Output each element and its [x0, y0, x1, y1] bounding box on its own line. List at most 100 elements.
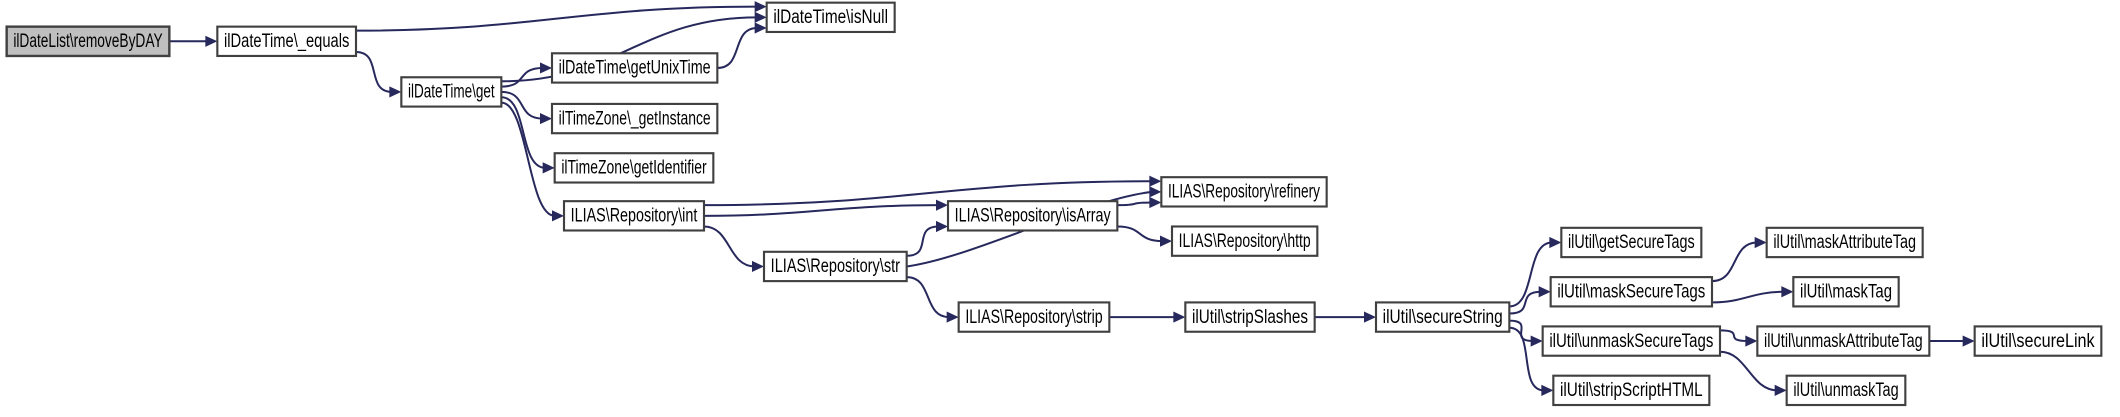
arrowhead-icon — [1364, 311, 1376, 323]
call-edge-repoStr-to-repoStrip — [906, 276, 950, 319]
arrowhead-icon — [1549, 236, 1562, 249]
node-layer: ilDateList\removeByDAY ilDateTime\_equals… — [5, 1, 2103, 407]
call-edge-maskSecureTags-to-maskAttributeTag — [1711, 241, 1758, 283]
arrowhead-icon — [936, 199, 948, 211]
node-label-maskSecureTags: ilUtil\maskSecureTags — [1557, 282, 1705, 303]
arrowhead-icon — [936, 220, 948, 233]
arrowhead-icon — [389, 86, 402, 98]
node-box-getSecureTags[interactable] — [1560, 226, 1703, 259]
node-label-get: ilDateTime\get — [408, 82, 495, 103]
node-box-repoInt[interactable] — [562, 200, 706, 232]
node-box-repoStrip[interactable] — [957, 301, 1111, 333]
arrowhead-icon — [1538, 286, 1551, 298]
graph-node-http[interactable]: ILIAS\Repository\http — [1170, 225, 1319, 257]
arrowhead-icon — [552, 210, 564, 222]
graph-node-refinery[interactable]: ILIAS\Repository\refinery — [1160, 176, 1328, 208]
arrowhead-icon — [540, 112, 552, 125]
node-box-getInstance[interactable] — [550, 102, 719, 135]
graph-node-secureString[interactable]: ilUtil\secureString — [1374, 301, 1511, 333]
node-box-refinery[interactable] — [1160, 176, 1328, 208]
graph-node-get[interactable]: ilDateTime\get — [400, 76, 503, 108]
graph-node-repoStrip[interactable]: ILIAS\Repository\strip — [957, 301, 1111, 333]
node-box-isNull[interactable] — [765, 1, 896, 34]
node-label-getUnixTime: ilDateTime\getUnixTime — [559, 58, 711, 79]
node-box-secureString[interactable] — [1374, 301, 1511, 333]
node-box-secureLink[interactable] — [1973, 325, 2103, 357]
call-edge-repoInt-to-repoStr — [703, 225, 755, 268]
graph-node-stripSlashes[interactable]: ilUtil\stripSlashes — [1184, 301, 1316, 333]
node-box-maskTag[interactable] — [1792, 276, 1900, 308]
node-label-refinery: ILIAS\Repository\refinery — [1168, 182, 1320, 203]
arrowhead-icon — [946, 311, 959, 323]
node-box-unmaskSecureTags[interactable] — [1541, 325, 1722, 357]
graph-node-getSecureTags[interactable]: ilUtil\getSecureTags — [1560, 226, 1703, 259]
node-box-unmaskAttributeTag[interactable] — [1756, 325, 1931, 357]
call-edge-repoInt-to-refinery — [703, 180, 1153, 207]
arrowhead-icon — [1149, 175, 1162, 187]
node-label-getInstance: ilTimeZone\_getInstance — [559, 108, 711, 129]
node-box-stripSlashes[interactable] — [1184, 301, 1316, 333]
call-edge-secureString-to-stripScriptHTML — [1509, 326, 1545, 392]
graph-node-maskAttributeTag[interactable]: ilUtil\maskAttributeTag — [1765, 226, 1924, 259]
edge-layer — [169, 1, 1975, 396]
call-edge-repoInt-to-repoIsArray — [703, 204, 939, 217]
arrowhead-icon — [1160, 235, 1172, 247]
node-label-repoStrip: ILIAS\Repository\strip — [965, 307, 1102, 328]
arrowhead-icon — [754, 11, 767, 23]
arrowhead-icon — [1149, 196, 1162, 209]
graph-node-unmaskTag[interactable]: ilUtil\unmaskTag — [1785, 374, 1907, 407]
graph-node-repoIsArray[interactable]: ILIAS\Repository\isArray — [946, 200, 1119, 232]
graph-node-repoInt[interactable]: ILIAS\Repository\int — [562, 200, 706, 232]
node-box-http[interactable] — [1170, 225, 1319, 257]
arrowhead-icon — [1962, 335, 1975, 347]
call-edge-secureString-to-maskSecureTags — [1509, 290, 1542, 315]
node-label-unmaskTag: ilUtil\unmaskTag — [1793, 380, 1898, 401]
graph-node-getInstance[interactable]: ilTimeZone\_getInstance — [550, 102, 719, 135]
arrowhead-icon — [1754, 236, 1767, 249]
graph-node-getIdentifier[interactable]: ilTimeZone\getIdentifier — [553, 152, 715, 184]
node-box-maskSecureTags[interactable] — [1549, 276, 1714, 308]
call-edge-repoStr-to-repoIsArray — [906, 225, 939, 257]
node-box-maskAttributeTag[interactable] — [1765, 226, 1924, 259]
graph-node-isNull[interactable]: ilDateTime\isNull — [765, 1, 896, 34]
graph-node-repoStr[interactable]: ILIAS\Repository\str — [762, 250, 908, 283]
node-label-repoIsArray: ILIAS\Repository\isArray — [955, 206, 1111, 227]
node-box-getUnixTime[interactable] — [550, 52, 719, 84]
graph-node-removeByDAY[interactable]: ilDateList\removeByDAY — [5, 25, 171, 58]
node-label-repoInt: ILIAS\Repository\int — [571, 206, 698, 227]
node-box-unmaskTag[interactable] — [1785, 374, 1907, 407]
node-label-maskTag: ilUtil\maskTag — [1800, 282, 1892, 303]
call-edge-get-to-isNull — [501, 16, 758, 83]
arrowhead-icon — [1173, 311, 1186, 323]
node-box-removeByDAY[interactable] — [5, 25, 171, 58]
graph-node-stripScriptHTML[interactable]: ilUtil\stripScriptHTML — [1552, 374, 1711, 407]
node-box-repoIsArray[interactable] — [946, 200, 1119, 232]
graph-node-equals[interactable]: ilDateTime\_equals — [216, 25, 358, 58]
arrowhead-icon — [752, 260, 764, 273]
call-edge-repoIsArray-to-http — [1117, 225, 1163, 243]
call-edge-unmaskSecureTags-to-unmaskAttributeTag — [1719, 329, 1749, 343]
arrowhead-icon — [1781, 286, 1794, 298]
node-box-equals[interactable] — [216, 25, 358, 58]
node-box-repoStr[interactable] — [762, 250, 908, 283]
node-box-get[interactable] — [400, 76, 503, 108]
node-box-getIdentifier[interactable] — [553, 152, 715, 184]
graph-node-maskSecureTags[interactable]: ilUtil\maskSecureTags — [1549, 276, 1714, 308]
call-edge-get-to-getIdentifier — [501, 96, 546, 169]
node-label-http: ILIAS\Repository\http — [1179, 231, 1311, 252]
arrowhead-icon — [1149, 186, 1162, 198]
node-box-stripScriptHTML[interactable] — [1552, 374, 1711, 407]
node-label-removeByDAY: ilDateList\removeByDAY — [13, 31, 162, 52]
call-edge-maskSecureTags-to-maskTag — [1711, 290, 1785, 304]
graph-node-secureLink[interactable]: ilUtil\secureLink — [1973, 325, 2103, 357]
graph-node-unmaskAttributeTag[interactable]: ilUtil\unmaskAttributeTag — [1756, 325, 1931, 357]
graph-node-maskTag[interactable]: ilUtil\maskTag — [1792, 276, 1900, 308]
call-edge-get-to-getUnixTime — [501, 66, 543, 88]
node-label-getSecureTags: ilUtil\getSecureTags — [1568, 232, 1695, 253]
call-edge-getUnixTime-to-isNull — [717, 26, 758, 69]
graph-node-unmaskSecureTags[interactable]: ilUtil\unmaskSecureTags — [1541, 325, 1722, 357]
node-label-repoStr: ILIAS\Repository\str — [771, 256, 901, 277]
graph-node-getUnixTime[interactable]: ilDateTime\getUnixTime — [550, 52, 719, 84]
